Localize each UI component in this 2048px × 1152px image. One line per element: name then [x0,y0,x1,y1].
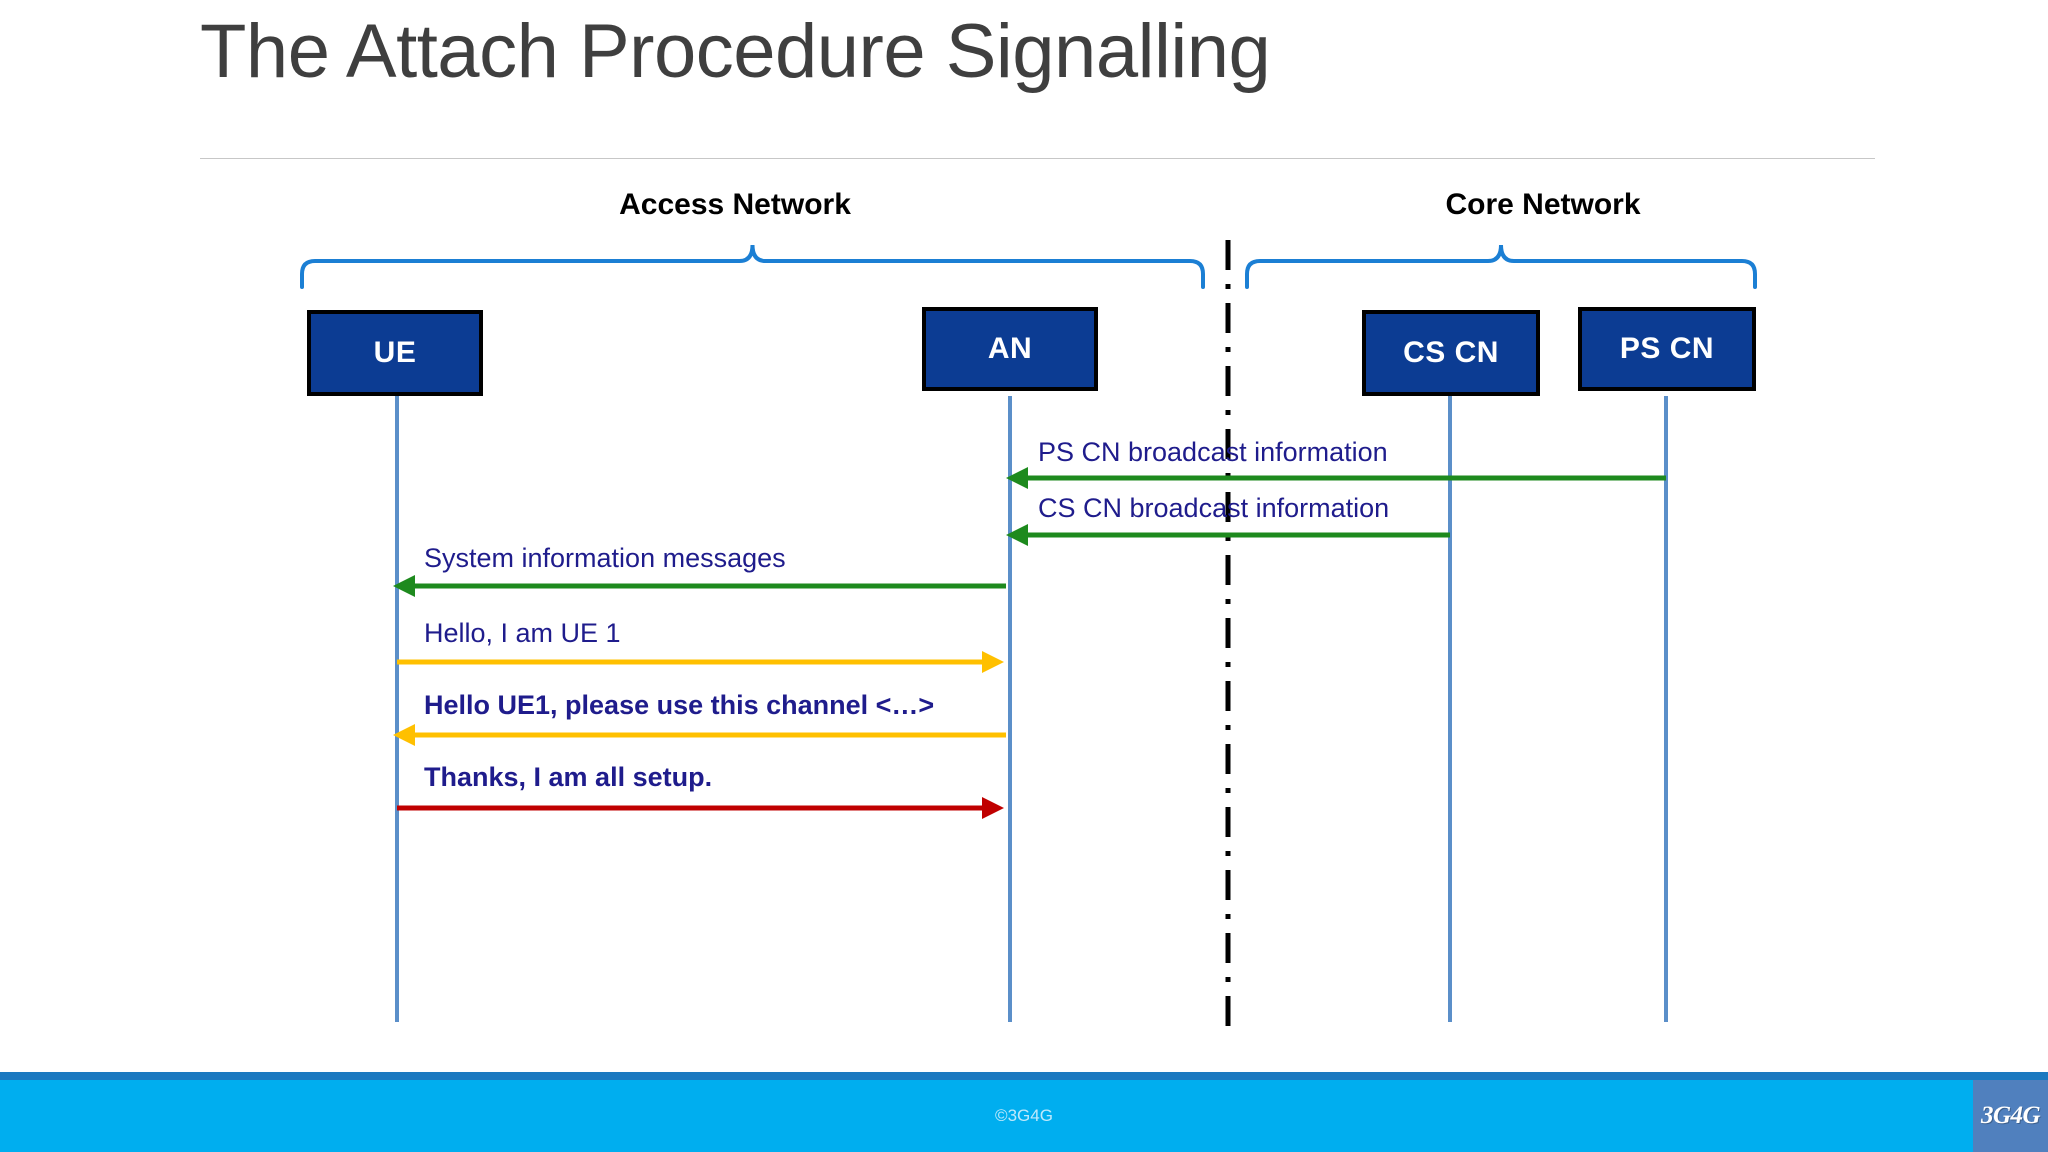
message-arrow-thanks-all-setup [397,797,1004,819]
node-label-ps-cn: PS CN [1619,332,1715,365]
node-label-ue: UE [373,336,417,369]
group-label-access-network: Access Network [619,188,851,221]
message-arrow-cs-cn-broadcast [1006,524,1450,546]
title-divider-rule [200,158,1875,159]
footer-bar: ©3G4G 3G4G [0,1080,2048,1152]
node-label-an: AN [987,332,1033,365]
message-label-cs-cn-broadcast: CS CN broadcast information [1038,493,1390,523]
arrow-head [982,651,1004,673]
group-label-core-network: Core Network [1445,188,1641,221]
footer-copyright: ©3G4G [995,1106,1053,1125]
node-box-an[interactable]: AN [922,307,1098,391]
message-label-hello-ue1-channel: Hello UE1, please use this channel <…> [424,690,935,720]
page-title: The Attach Procedure Signalling [200,9,1271,94]
arrow-head [982,797,1004,819]
message-label-thanks-all-setup: Thanks, I am all setup. [424,762,713,792]
brand-logo[interactable]: 3G4G [1973,1080,2048,1152]
arrow-head [393,575,415,597]
node-box-ps-cn[interactable]: PS CN [1578,307,1756,391]
bracket-path [1245,244,1757,289]
node-box-cs-cn[interactable]: CS CN [1362,310,1540,396]
arrow-head [1006,524,1028,546]
arrow-head [393,724,415,746]
message-arrow-ps-cn-broadcast [1006,467,1666,489]
lifeline-ps-cn [1664,396,1668,1022]
lifeline-ue [395,396,399,1022]
message-label-ps-cn-broadcast: PS CN broadcast information [1038,437,1388,467]
bracket-path [300,244,1205,289]
lifeline-an [1008,396,1012,1022]
message-label-hello-i-am-ue-1: Hello, I am UE 1 [424,618,621,648]
arrow-head [1006,467,1028,489]
message-label-system-information-messages: System information messages [424,543,786,573]
brand-logo-text: 3G4G [1980,1102,2041,1129]
message-arrow-hello-ue1-channel [393,724,1006,746]
message-arrow-hello-i-am-ue-1 [397,651,1004,673]
message-arrow-system-information-messages [393,575,1006,597]
node-box-ue[interactable]: UE [307,310,483,396]
core-network-bracket [1245,244,1757,289]
footer-accent-strip [0,1072,2048,1080]
access-network-bracket [300,244,1205,289]
node-label-cs-cn: CS CN [1403,336,1499,369]
network-divider-line [1225,240,1231,1030]
lifeline-cs-cn [1448,396,1452,1022]
